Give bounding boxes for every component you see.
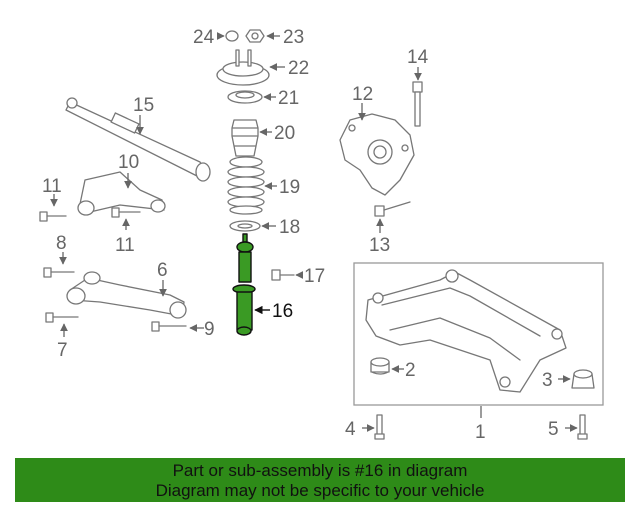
callout-19: 19 xyxy=(279,177,300,198)
callout-14: 14 xyxy=(407,47,429,68)
part-7-bolt xyxy=(45,312,79,323)
callout-22: 22 xyxy=(288,58,309,79)
callout-12: 12 xyxy=(352,84,373,105)
part-13-bolt xyxy=(374,201,411,217)
part-20-bump-stop xyxy=(231,119,259,157)
exploded-parts-diagram: 24 23 22 21 20 19 18 xyxy=(39,27,604,443)
callout-17: 17 xyxy=(304,266,325,287)
callout-10: 10 xyxy=(118,152,139,173)
part-12-knuckle xyxy=(339,113,415,196)
part-24-cap xyxy=(225,30,239,42)
callout-11b: 11 xyxy=(115,235,135,256)
callout-3: 3 xyxy=(542,370,553,391)
part-19-coil-spring xyxy=(227,156,265,215)
part-14-long-bolt xyxy=(412,81,423,127)
part-9-bolt xyxy=(151,321,187,332)
part-4-stud xyxy=(374,414,385,440)
part-11-bolt-right xyxy=(111,207,141,218)
part-6-lower-control-arm xyxy=(66,271,187,319)
part-15-tie-rod xyxy=(65,97,211,182)
callout-9: 9 xyxy=(204,319,215,340)
part-2-bushing xyxy=(370,357,390,375)
callout-4: 4 xyxy=(345,419,356,440)
part-3-bushing xyxy=(571,369,595,389)
part-10-upper-control-arm xyxy=(77,171,166,216)
callout-24: 24 xyxy=(193,27,215,48)
subframe-group-box xyxy=(353,262,604,406)
part-5-stud xyxy=(577,414,588,440)
callout-20: 20 xyxy=(274,123,295,144)
callout-23: 23 xyxy=(283,27,304,48)
part-8-bolt xyxy=(43,267,75,278)
part-17-bolt xyxy=(271,269,295,281)
callout-2: 2 xyxy=(405,360,416,381)
callout-11a: 11 xyxy=(42,176,62,197)
callout-8: 8 xyxy=(56,233,67,254)
part-16-shock-absorber xyxy=(232,233,256,336)
banner-line-part: Part or sub-assembly is #16 in diagram xyxy=(172,461,468,480)
info-banner: Part or sub-assembly is #16 in diagram D… xyxy=(15,458,625,502)
callout-5: 5 xyxy=(548,419,559,440)
part-22-upper-mount xyxy=(216,49,270,86)
part-23-nut xyxy=(245,29,265,43)
part-21-insulator xyxy=(227,90,263,104)
callout-16: 16 xyxy=(272,301,293,322)
callout-7: 7 xyxy=(57,340,68,361)
part-11-bolt-left xyxy=(39,211,67,222)
banner-line-disclaimer: Diagram may not be specific to your vehi… xyxy=(155,481,485,500)
callout-13: 13 xyxy=(369,235,390,256)
callout-15: 15 xyxy=(133,95,154,116)
callout-1: 1 xyxy=(475,422,486,443)
callout-6: 6 xyxy=(157,260,168,281)
callout-21: 21 xyxy=(278,88,299,109)
part-18-spring-seat xyxy=(229,220,261,232)
part-1-subframe xyxy=(365,269,567,393)
callout-18: 18 xyxy=(279,217,300,238)
